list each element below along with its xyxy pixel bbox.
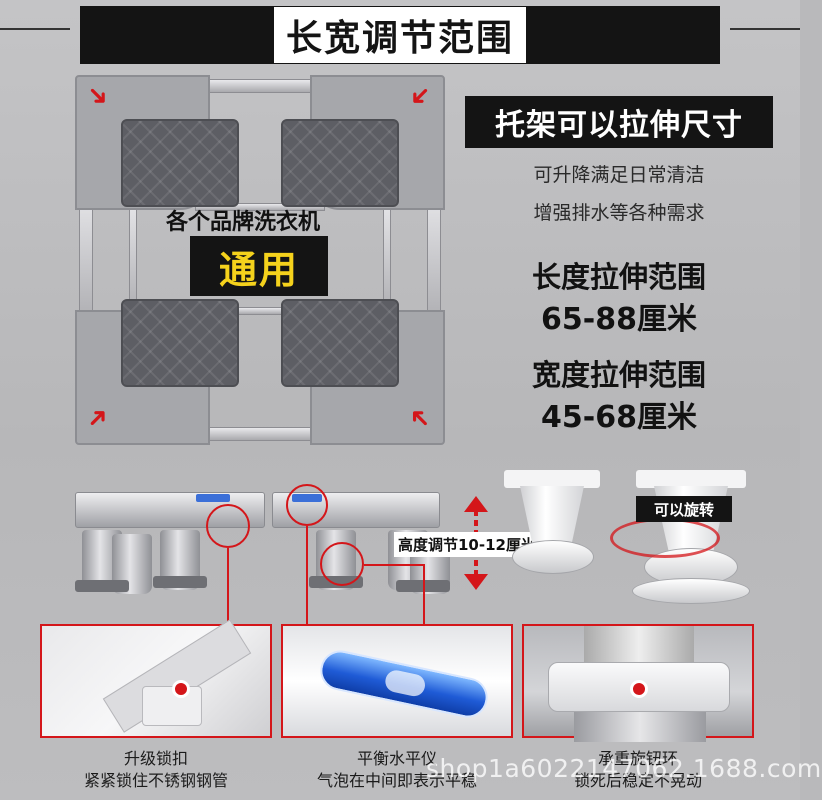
pad-bottom-left bbox=[121, 299, 239, 387]
inner-rail-top bbox=[195, 203, 325, 211]
callout-circle-lock bbox=[206, 504, 250, 548]
stretch-pill-text: 托架可以拉伸尺寸 bbox=[495, 108, 743, 143]
foot-1-base bbox=[512, 540, 594, 574]
spirit-level bbox=[316, 646, 492, 722]
shop-watermark: shop1a6022147062.1688.com bbox=[426, 754, 822, 783]
rack-top-view: ➜ ➜ ➜ ➜ bbox=[75, 75, 445, 445]
detail-dot-1 bbox=[172, 680, 190, 698]
length-range-title: 长度拉伸范围 bbox=[531, 260, 706, 294]
foot-1-plate bbox=[504, 470, 600, 488]
caption-level: 平衡水平仪 气泡在中间即表示平稳 bbox=[281, 748, 513, 792]
pad-bottom-right bbox=[281, 299, 399, 387]
universal-badge: 通用 bbox=[190, 236, 328, 296]
rotate-badge-text: 可以旋转 bbox=[653, 500, 714, 519]
banner-title: 长宽调节范围 bbox=[273, 7, 526, 63]
side-nut-2 bbox=[153, 576, 207, 588]
caption-lock: 升级锁扣 紧紧锁住不锈钢钢管 bbox=[40, 748, 272, 792]
detail-photo-level bbox=[281, 624, 513, 738]
callout-line-3b bbox=[423, 564, 425, 624]
detail-dot-3 bbox=[630, 680, 648, 698]
foot-1-body bbox=[520, 486, 584, 546]
length-range-value: 65-88厘米 bbox=[541, 302, 697, 337]
callout-line-1 bbox=[227, 548, 229, 624]
caption-knob-title: 承重旋钮环 bbox=[597, 749, 678, 768]
foot-2-pad bbox=[632, 578, 750, 604]
caption-knob: 承重旋钮环 锁死后稳定不晃动 bbox=[522, 748, 754, 792]
ruler-decoration-right bbox=[730, 28, 800, 40]
lock-clip-left bbox=[196, 494, 230, 502]
side-nut-1 bbox=[75, 580, 129, 592]
detail-photo-knob bbox=[522, 624, 754, 742]
note-line-1: 可升降满足日常清洁 bbox=[533, 164, 705, 186]
width-range-title: 宽度拉伸范围 bbox=[531, 358, 706, 392]
callout-circle-knob bbox=[320, 542, 364, 586]
detail-photo-lock bbox=[40, 619, 272, 738]
stretch-pill: 托架可以拉伸尺寸 bbox=[465, 96, 773, 148]
callout-line-3a bbox=[364, 564, 424, 566]
rotate-badge: 可以旋转 bbox=[636, 496, 732, 522]
pad-top-left bbox=[121, 119, 239, 207]
universal-badge-text: 通用 bbox=[218, 246, 299, 292]
foot-2-plate bbox=[636, 470, 746, 488]
width-range-value: 45-68厘米 bbox=[541, 400, 697, 435]
pad-top-right bbox=[281, 119, 399, 207]
caption-knob-sub: 锁死后稳定不晃动 bbox=[573, 771, 702, 790]
title-banner: 长宽调节范围 bbox=[80, 6, 720, 64]
note-line-2: 增强排水等各种需求 bbox=[533, 202, 705, 224]
ruler-decoration-left bbox=[0, 28, 70, 40]
caption-level-title: 平衡水平仪 bbox=[356, 749, 437, 768]
callout-line-2 bbox=[306, 526, 308, 624]
rotate-arrow-icon bbox=[610, 518, 720, 558]
caption-lock-title: 升级锁扣 bbox=[123, 749, 188, 768]
brand-compat-text: 各个品牌洗衣机 bbox=[166, 209, 321, 235]
caption-lock-sub: 紧紧锁住不锈钢钢管 bbox=[83, 771, 228, 790]
caption-level-sub: 气泡在中间即表示平稳 bbox=[316, 771, 477, 790]
callout-circle-level bbox=[286, 484, 328, 526]
